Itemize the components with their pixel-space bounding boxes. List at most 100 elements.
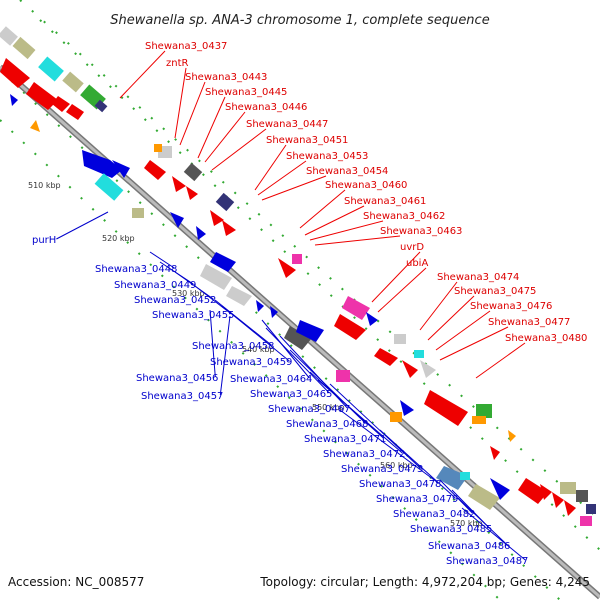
gene-label[interactable]: Shewana3_0437 bbox=[145, 41, 227, 52]
gene-feature bbox=[270, 306, 278, 318]
gene-feature bbox=[560, 482, 576, 494]
gene-label[interactable]: Shewana3_0482 bbox=[393, 509, 475, 520]
callout-line bbox=[457, 497, 508, 546]
gene-label[interactable]: Shewana3_0456 bbox=[136, 373, 218, 384]
gene-feature bbox=[62, 71, 84, 93]
gene-label[interactable]: uvrD bbox=[400, 242, 424, 253]
gene-feature bbox=[94, 173, 124, 201]
gene-feature bbox=[82, 150, 122, 178]
gene-label[interactable]: ubiA bbox=[406, 258, 428, 269]
gene-feature bbox=[0, 58, 30, 88]
gene-label[interactable]: Shewana3_0465 bbox=[250, 389, 332, 400]
gene-label[interactable]: Shewana3_0443 bbox=[185, 72, 267, 83]
kbp-tick-label: 560 kbp bbox=[380, 461, 413, 470]
gene-label[interactable]: Shewana3_0477 bbox=[488, 317, 570, 328]
kbp-tick-label: 570 kbp bbox=[450, 519, 483, 528]
callout-line bbox=[174, 271, 214, 300]
gene-label[interactable]: zntR bbox=[166, 58, 189, 69]
gene-label[interactable]: Shewana3_0485 bbox=[410, 524, 492, 535]
kbp-tick-label: 550 kbp bbox=[312, 403, 345, 412]
callout-line bbox=[56, 211, 109, 240]
gene-feature bbox=[586, 504, 596, 514]
gene-label[interactable]: Shewana3_0468 bbox=[286, 419, 368, 430]
callout-line bbox=[371, 251, 421, 303]
gene-label[interactable]: Shewana3_0445 bbox=[205, 87, 287, 98]
callout-line bbox=[265, 327, 330, 394]
callout-line bbox=[209, 309, 216, 378]
gene-feature bbox=[94, 99, 108, 113]
callout-line bbox=[219, 315, 231, 396]
topology-text: Topology: circular; Length: 4,972,204 bp… bbox=[259, 575, 590, 589]
gene-feature bbox=[476, 404, 492, 418]
gene-label[interactable]: Shewana3_0457 bbox=[141, 391, 223, 402]
callout-line bbox=[149, 251, 175, 269]
gene-feature bbox=[366, 312, 378, 326]
gene-label[interactable]: Shewana3_0448 bbox=[95, 264, 177, 275]
gene-label[interactable]: Shewana3_0455 bbox=[152, 310, 234, 321]
gene-label[interactable]: Shewana3_0487 bbox=[446, 556, 528, 567]
gene-label[interactable]: purH bbox=[32, 235, 56, 246]
gene-label[interactable]: Shewana3_0452 bbox=[134, 295, 216, 306]
callout-line bbox=[314, 235, 401, 246]
kbp-tick-label: 530 kbp bbox=[172, 289, 205, 298]
gene-label[interactable]: Shewana3_0461 bbox=[344, 196, 426, 207]
gene-feature bbox=[30, 120, 40, 132]
callout-lines-top bbox=[119, 50, 526, 379]
callout-line bbox=[179, 81, 206, 146]
gene-feature bbox=[132, 208, 144, 218]
gene-feature bbox=[390, 412, 402, 422]
gene-label[interactable]: Shewana3_0473 bbox=[341, 464, 423, 475]
callout-line bbox=[439, 479, 473, 514]
callout-line bbox=[204, 111, 246, 163]
callout-line bbox=[475, 342, 526, 379]
gene-label[interactable]: Shewana3_0476 bbox=[470, 301, 552, 312]
gene-label[interactable]: Shewana3_0471 bbox=[304, 434, 386, 445]
gene-label[interactable]: Shewana3_0480 bbox=[505, 333, 587, 344]
gene-feature bbox=[576, 490, 588, 502]
gene-label[interactable]: Shewana3_0458 bbox=[192, 341, 274, 352]
callout-line bbox=[377, 267, 427, 313]
gene-feature bbox=[374, 348, 398, 366]
gene-feature bbox=[144, 160, 166, 180]
gene-label[interactable]: Shewana3_0467 bbox=[268, 404, 350, 415]
gene-label[interactable]: Shewana3_0449 bbox=[114, 280, 196, 291]
gene-label[interactable]: Shewana3_0453 bbox=[286, 151, 368, 162]
callout-line bbox=[419, 281, 458, 331]
gene-feature bbox=[26, 82, 58, 110]
gene-label[interactable]: Shewana3_0475 bbox=[454, 286, 536, 297]
gene-label[interactable]: Shewana3_0451 bbox=[266, 135, 348, 146]
callout-line bbox=[427, 295, 475, 341]
gene-feature bbox=[66, 104, 84, 120]
gene-label[interactable]: Shewana3_0462 bbox=[363, 211, 445, 222]
callout-line bbox=[221, 305, 290, 362]
gene-feature bbox=[334, 314, 366, 340]
callout-line bbox=[261, 319, 310, 379]
gene-label[interactable]: Shewana3_0459 bbox=[210, 357, 292, 368]
gene-label[interactable]: Shewana3_0463 bbox=[380, 226, 462, 237]
gene-feature bbox=[424, 390, 468, 426]
gene-feature bbox=[414, 350, 424, 358]
gene-label[interactable]: Shewana3_0474 bbox=[437, 272, 519, 283]
gene-feature bbox=[196, 226, 206, 240]
callout-line bbox=[379, 429, 456, 499]
callout-line bbox=[257, 160, 307, 196]
kbp-tick-label: 510 kbp bbox=[28, 181, 61, 190]
callout-line bbox=[197, 96, 226, 159]
kbp-tick-label: 540 kbp bbox=[242, 345, 275, 354]
gene-label[interactable]: Shewana3_0454 bbox=[306, 166, 388, 177]
callout-line bbox=[339, 409, 439, 484]
gene-feature bbox=[183, 162, 203, 182]
gene-label[interactable]: Shewana3_0486 bbox=[428, 541, 510, 552]
gene-label[interactable]: Shewana3_0464 bbox=[230, 374, 312, 385]
gene-feature bbox=[112, 160, 130, 178]
gene-label[interactable]: Shewana3_0478 bbox=[359, 479, 441, 490]
gene-feature bbox=[172, 176, 186, 192]
gene-label[interactable]: Shewana3_0472 bbox=[323, 449, 405, 460]
gene-label[interactable]: Shewana3_0479 bbox=[376, 494, 458, 505]
gene-feature bbox=[222, 220, 236, 236]
gene-label[interactable]: Shewana3_0447 bbox=[246, 119, 328, 130]
gene-feature bbox=[278, 258, 296, 278]
gene-label[interactable]: Shewana3_0446 bbox=[225, 102, 307, 113]
gene-label[interactable]: Shewana3_0460 bbox=[325, 180, 407, 191]
